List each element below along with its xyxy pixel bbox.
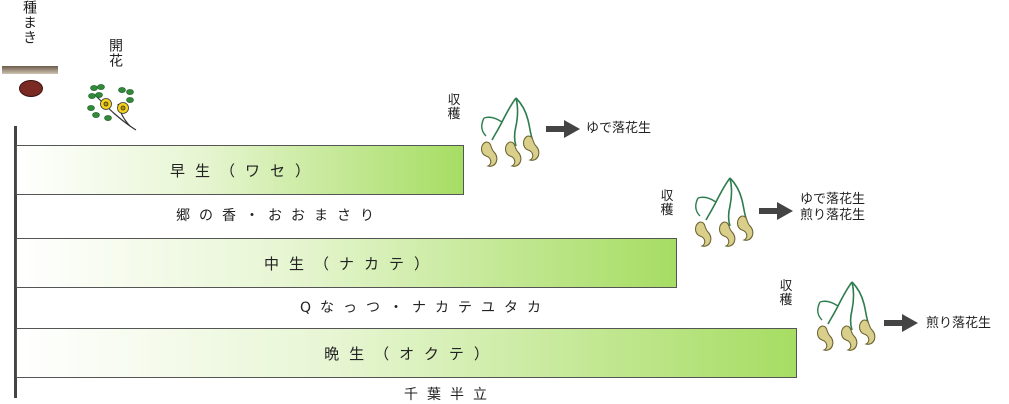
flower-icon: [86, 82, 142, 138]
use-label: ゆで落花生: [800, 192, 866, 207]
growth-bar-early: 早生（ワセ）: [16, 145, 464, 195]
variety-list-early: 郷の香・おおまさり: [176, 208, 383, 224]
growth-bar-mid: 中生（ナカテ）: [16, 238, 677, 288]
use-label: 煎り落花生: [800, 208, 866, 224]
use-label: 煎り落花生: [926, 316, 992, 331]
use-list-mid: ゆで落花生 煎り落花生: [800, 192, 865, 225]
arrow-right-icon: [546, 120, 580, 142]
growth-bar-label: 中生（ナカテ）: [263, 254, 439, 273]
peanut-plant-icon: [690, 176, 758, 256]
growth-bar-late: 晩生（オクテ）: [16, 328, 797, 378]
harvest-label-late: 収穫: [779, 279, 793, 308]
growth-bar-label: 晩生（オクテ）: [324, 344, 499, 363]
harvest-label-early: 収穫: [447, 93, 461, 122]
flowering-label: 開花: [107, 38, 123, 68]
use-label: ゆで落花生: [586, 121, 652, 136]
arrow-right-icon: [759, 202, 793, 224]
peanut-plant-icon: [812, 280, 880, 360]
variety-list-late: 千葉半立: [404, 387, 496, 403]
seed-icon: [19, 80, 43, 97]
sowing-label: 種まき: [21, 0, 37, 45]
timeline-axis: [14, 126, 17, 398]
soil-surface: [2, 66, 58, 74]
variety-list-mid: Qなっつ・ナカテユタカ: [300, 300, 551, 316]
peanut-plant-icon: [476, 96, 544, 176]
arrow-right-icon: [884, 314, 918, 336]
growth-bar-label: 早生（ワセ）: [169, 161, 320, 180]
harvest-label-mid: 収穫: [660, 189, 674, 218]
